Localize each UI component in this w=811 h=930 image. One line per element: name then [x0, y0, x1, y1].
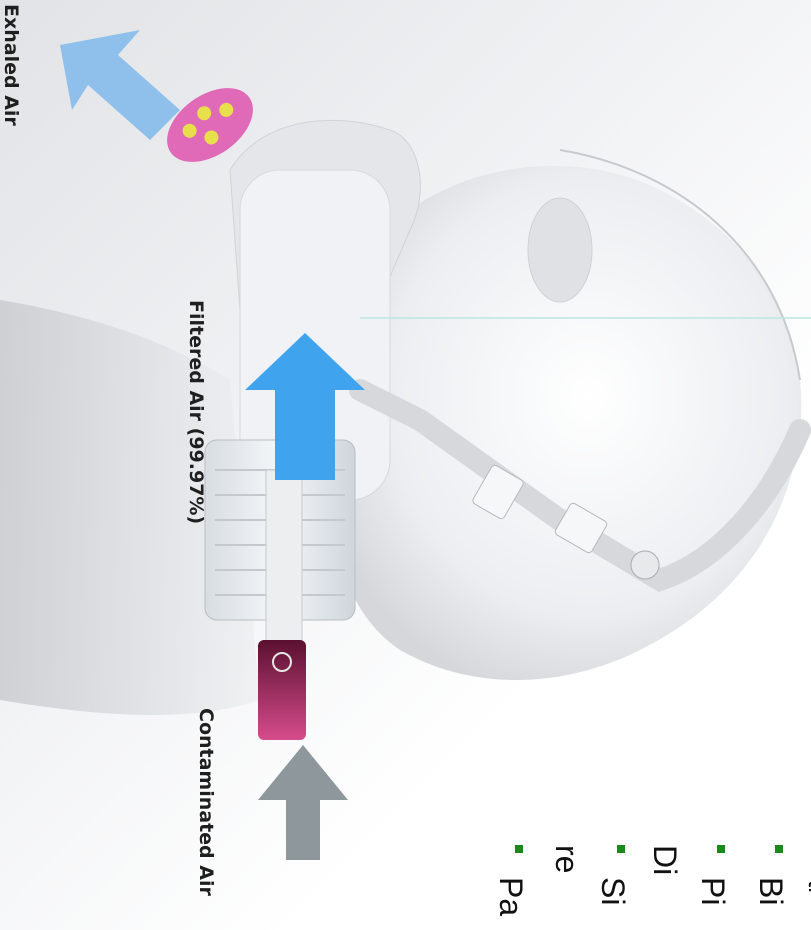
inlet-seal [258, 640, 306, 740]
bullet-item: Bi [748, 845, 794, 930]
bullet-marker [717, 845, 725, 853]
bullet-continuation: Di [642, 845, 688, 930]
contaminated-air-arrow [258, 745, 348, 860]
contaminated-air-label: Contaminated Air [195, 708, 217, 896]
strap-clip [631, 551, 659, 579]
bullet-marker [617, 845, 625, 853]
bullet-top-fragment: tl [795, 880, 811, 930]
bullet-text: re [549, 845, 585, 873]
exhaled-air-label: Exhaled Air [0, 4, 22, 126]
bullet-item: Si [590, 845, 636, 930]
bullet-continuation: re [544, 845, 590, 930]
bullet-text: Di [647, 845, 683, 875]
bullet-text: Pa [493, 877, 529, 916]
bullet-text: Si [595, 877, 631, 905]
inhale-tube [266, 470, 302, 645]
bullet-top-fragment-text: tl [803, 880, 811, 893]
exhaled-air-arrow [60, 30, 180, 140]
bullet-text: Bi [753, 877, 789, 905]
bullet-item: Pi [690, 845, 736, 930]
bullet-marker [775, 845, 783, 853]
bullet-text: Pi [695, 877, 731, 905]
ear-shape [528, 198, 592, 302]
filtered-air-label: Filtered Air (99.97%) [185, 300, 207, 524]
bullet-item: Pa [488, 845, 534, 930]
bullet-marker [515, 845, 523, 853]
